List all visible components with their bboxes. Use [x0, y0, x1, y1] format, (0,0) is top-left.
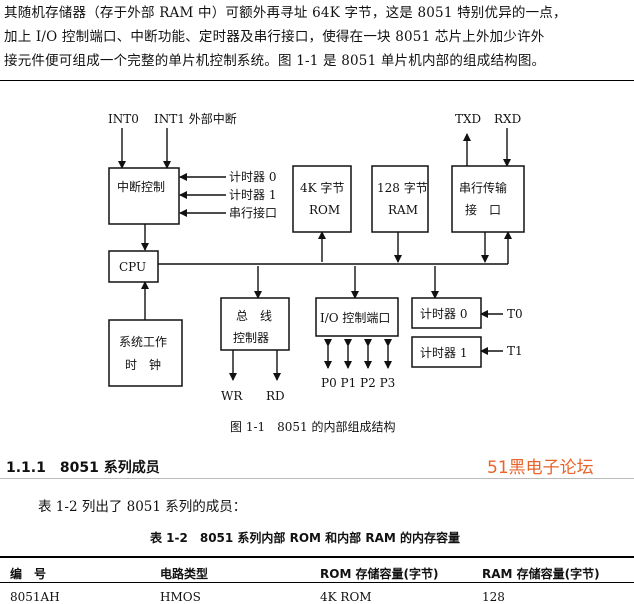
watermark-logo: 51黑电子论坛 [487, 458, 594, 478]
table-header-circuit: 电路类型 [160, 567, 209, 581]
interrupt-control-label: 中断控制 [117, 179, 165, 194]
t1-label: T1 [507, 344, 523, 358]
section-divider [0, 478, 634, 479]
serial-input-label: 串行接口 [229, 205, 277, 220]
section-title: 1.1.1 8051 系列成员 [6, 460, 160, 476]
figure-caption: 图 1-1 8051 的内部组成结构 [230, 420, 396, 434]
serial-interface-box [451, 165, 525, 233]
table-top-rule [0, 556, 634, 558]
system-clock-box [108, 319, 183, 387]
io-port-label: I/O 控制端口 [320, 311, 390, 325]
rd-label: RD [266, 389, 285, 403]
rom-size-label: 4K 字节 [300, 180, 344, 195]
table-header-id: 编 号 [10, 567, 47, 581]
timer0-box-label: 计时器 0 [420, 307, 467, 321]
timer0-box [411, 297, 482, 329]
table-header-rom: ROM 存储容量(字节) [320, 567, 439, 581]
paragraph-line-1: 其随机存储器（存于外部 RAM 中）可额外再寻址 64K 字节，这是 8051 … [4, 5, 567, 21]
timer0-input-label: 计时器 0 [229, 170, 276, 184]
cpu-box [108, 250, 159, 283]
block-diagram: INT0 INT1 外部中断 TXD RXD 中断控制 计时器 0 计时器 1 … [108, 111, 525, 403]
paragraph-line-3: 接元件便可组成一个完整的单片机控制系统。图 1-1 是 8051 单片机内部的组… [4, 53, 546, 69]
table-cell-id: 8051AH [10, 590, 60, 604]
cpu-label: CPU [119, 260, 146, 274]
bus-controller-label-2: 控制器 [233, 331, 269, 345]
table-caption: 表 1-2 8051 系列内部 ROM 和内部 RAM 的内存容量 [150, 531, 460, 545]
table-cell-ram: 128 [482, 590, 505, 604]
intro-text: 表 1-2 列出了 8051 系列的成员： [38, 499, 247, 515]
wr-label: WR [221, 389, 243, 403]
top-divider [0, 80, 634, 81]
ram-size-label: 128 字节 [377, 180, 428, 195]
bus-controller-box [220, 297, 290, 351]
system-clock-label-1: 系统工作 [119, 335, 167, 349]
ports-label: P0 P1 P2 P3 [321, 376, 395, 390]
system-clock-label-2: 时 钟 [125, 357, 161, 372]
int1-label: INT1 外部中断 [154, 111, 237, 126]
rxd-label: RXD [494, 112, 521, 126]
table-cell-circuit: HMOS [160, 590, 201, 604]
table-header-ram: RAM 存储容量(字节) [482, 567, 600, 581]
timer1-input-label: 计时器 1 [229, 188, 276, 202]
timer1-box-label: 计时器 1 [420, 346, 467, 360]
paragraph-line-2: 加上 I/O 控制端口、中断功能、定时器及串行接口，使得在一块 8051 芯片上… [4, 29, 545, 45]
table-cell-rom: 4K ROM [320, 590, 372, 604]
int0-label: INT0 [108, 112, 139, 126]
ram-label: RAM [388, 203, 418, 217]
bus-controller-label-1: 总 线 [236, 309, 272, 323]
timer1-box [411, 336, 482, 368]
ram-box [371, 165, 429, 233]
serial-box-label-2: 接 口 [465, 202, 501, 217]
interrupt-control-box [108, 167, 180, 225]
io-port-box [315, 297, 399, 337]
rom-label: ROM [309, 203, 340, 217]
txd-label: TXD [455, 112, 481, 126]
t0-label: T0 [507, 307, 523, 321]
rom-box [292, 165, 352, 233]
table-header-rule [0, 582, 634, 583]
serial-box-label-1: 串行传输 [459, 180, 507, 195]
